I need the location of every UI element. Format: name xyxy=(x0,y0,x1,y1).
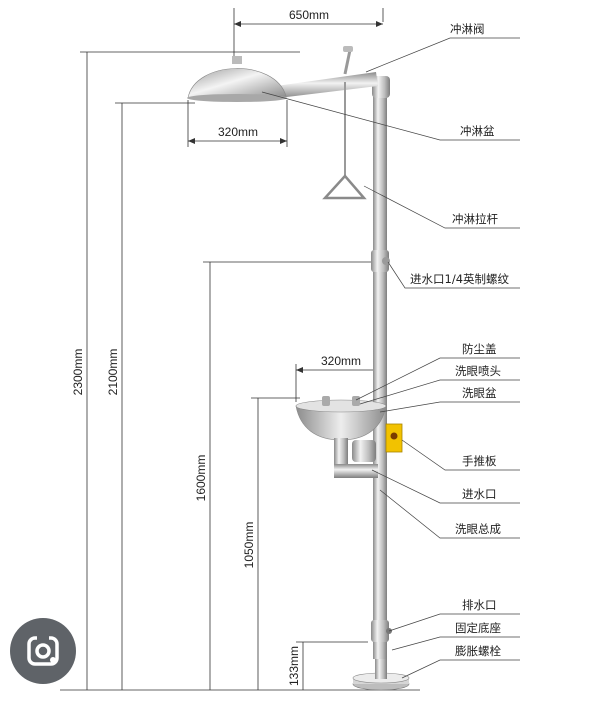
dim-eye-bowl-width: 320mm xyxy=(321,354,361,368)
google-lens-button[interactable] xyxy=(10,618,76,684)
label-drain-outlet: 排水口 xyxy=(462,598,497,612)
label-dust-cover: 防尘盖 xyxy=(462,342,497,356)
label-water-inlet-thread: 进水口1/4英制螺纹 xyxy=(410,272,510,286)
main-pipe xyxy=(373,84,387,659)
label-water-inlet: 进水口 xyxy=(462,487,497,501)
google-lens-icon xyxy=(27,634,59,666)
label-push-plate: 手推板 xyxy=(462,454,497,468)
dim-height-drain: 133mm xyxy=(287,646,301,686)
dimension-arrows xyxy=(188,21,386,373)
dim-height-total: 2300mm xyxy=(71,349,85,396)
label-eyewash-nozzle: 洗眼喷头 xyxy=(455,364,501,378)
label-expansion-bolt: 膨胀螺栓 xyxy=(455,644,501,658)
dim-height-inlet: 1600mm xyxy=(194,455,208,502)
dim-height-shower: 2100mm xyxy=(106,349,120,396)
dim-shower-head-width: 320mm xyxy=(218,125,258,139)
label-pull-rod: 冲淋拉杆 xyxy=(452,212,498,226)
label-eyewash-bowl: 洗眼盆 xyxy=(462,386,497,400)
callout-lines xyxy=(261,37,520,679)
eyewash-station-illustration xyxy=(187,46,410,691)
dimension-lines xyxy=(60,8,420,691)
label-fixed-base: 固定底座 xyxy=(455,621,501,635)
label-shower-valve: 冲淋阀 xyxy=(450,22,485,36)
dim-height-bowl: 1050mm xyxy=(242,522,256,569)
dim-top-width: 650mm xyxy=(289,8,329,22)
label-eyewash-assembly: 洗眼总成 xyxy=(455,522,501,536)
label-shower-head: 冲淋盆 xyxy=(460,124,495,138)
shower-head xyxy=(187,68,287,99)
